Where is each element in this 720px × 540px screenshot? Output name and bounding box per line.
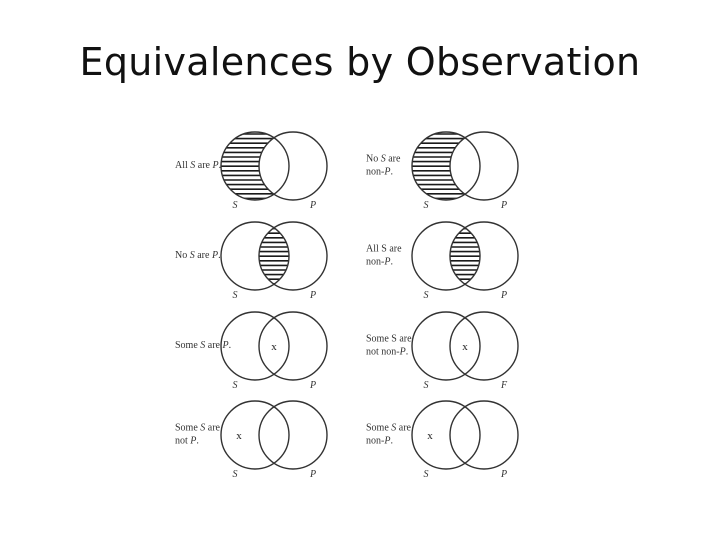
statement-label: No S are [366, 154, 401, 165]
venn-diagram-4: S P All S are non-P. [366, 221, 519, 301]
shaded-region [221, 132, 289, 200]
s-axis-label: S [424, 380, 429, 391]
p-circle [449, 311, 519, 381]
p-axis-label: P [500, 290, 507, 301]
s-circle [220, 131, 290, 201]
p-circle [449, 131, 519, 201]
s-circle [220, 311, 290, 381]
x-mark: x [427, 430, 433, 442]
p-circle [258, 311, 328, 381]
x-mark: x [236, 430, 242, 442]
statement-label: not P. [175, 436, 199, 447]
s-axis-label: S [233, 200, 238, 211]
statement-label: Some S are [175, 423, 221, 434]
statement-label: non-P. [366, 257, 393, 268]
statement-label: not non-P. [366, 347, 408, 358]
s-axis-label: S [233, 290, 238, 301]
s-circle [411, 311, 481, 381]
statement-label: Some S are [366, 423, 412, 434]
venn-diagram-7: xS P Some S are not P. [175, 400, 328, 480]
s-circle [220, 400, 290, 470]
statement-label: Some S are P. [175, 340, 231, 351]
p-axis-label: F [500, 380, 508, 391]
statement-label: All S are P. [175, 160, 221, 171]
venn-diagram-3: S P No S are P. [175, 221, 328, 301]
shaded-region [259, 223, 289, 290]
p-axis-label: P [500, 200, 507, 211]
x-mark: x [271, 341, 277, 353]
s-axis-label: S [424, 200, 429, 211]
venn-diagram-5: xS P Some S are P. [175, 311, 328, 391]
x-mark: x [462, 341, 468, 353]
s-circle [411, 221, 481, 291]
venn-diagram-2: S P No S are non-P. [366, 131, 519, 211]
p-axis-label: P [309, 200, 316, 211]
shaded-region [450, 223, 480, 290]
p-circle [258, 400, 328, 470]
shaded-region [412, 132, 480, 200]
p-axis-label: P [309, 469, 316, 480]
s-circle [411, 131, 481, 201]
s-circle [411, 400, 481, 470]
s-axis-label: S [424, 290, 429, 301]
venn-diagram-1: S P All S are P. [175, 131, 328, 211]
s-axis-label: S [233, 380, 238, 391]
p-axis-label: P [309, 290, 316, 301]
slide-title: Equivalences by Observation [79, 40, 641, 84]
venn-diagram-8: xS P Some S are non-P. [366, 400, 519, 480]
p-axis-label: P [309, 380, 316, 391]
p-axis-label: P [500, 469, 507, 480]
statement-label: non-P. [366, 167, 393, 178]
p-circle [449, 221, 519, 291]
p-circle [258, 221, 328, 291]
s-circle [220, 221, 290, 291]
venn-diagram-6: xS F Some S are not non-P. [366, 311, 519, 391]
statement-label: No S are P. [175, 250, 221, 261]
p-circle [258, 131, 328, 201]
statement-label: All S are [366, 244, 402, 255]
s-axis-label: S [424, 469, 429, 480]
p-circle [449, 400, 519, 470]
statement-label: Some S are [366, 334, 412, 345]
statement-label: non-P. [366, 436, 393, 447]
s-axis-label: S [233, 469, 238, 480]
